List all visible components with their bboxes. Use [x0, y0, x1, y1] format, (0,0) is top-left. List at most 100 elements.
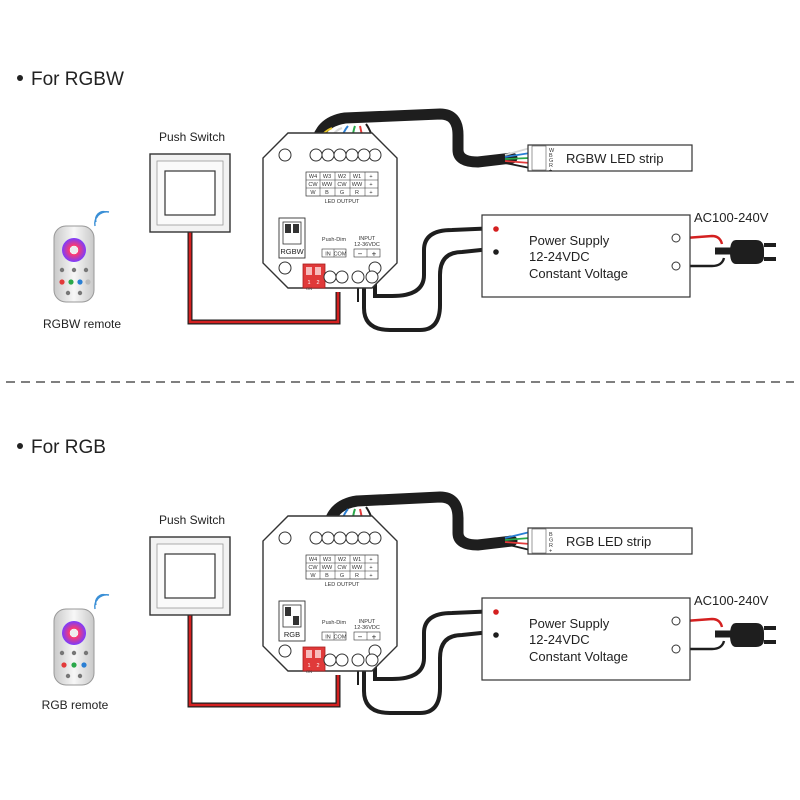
- output-terminals: [309, 531, 371, 545]
- plus-label: +: [372, 633, 377, 642]
- output-cable: [310, 108, 518, 168]
- dip-2-label: 2: [316, 663, 319, 669]
- push-switch: [149, 153, 231, 233]
- strip-pin: B: [549, 153, 553, 159]
- remote-control: [53, 593, 110, 686]
- psu-line: Constant Voltage: [529, 649, 628, 664]
- switch-paddle: [164, 553, 216, 599]
- switch-paddle: [164, 170, 216, 216]
- push-dim-label: Push-Dim: [322, 237, 347, 243]
- table-cell: R: [355, 573, 359, 579]
- strip-label: RGBW LED strip: [566, 151, 664, 166]
- input-label: INPUT: [359, 236, 376, 242]
- power-supply: Power Supply 12-24VDC Constant Voltage: [481, 597, 691, 681]
- ac-label: AC100-240V: [694, 593, 769, 608]
- led-output-label: LED OUTPUT: [325, 199, 360, 205]
- push-switch-label: Push Switch: [159, 513, 225, 527]
- table-cell: WW: [322, 182, 333, 188]
- table-cell: +: [369, 182, 372, 188]
- table-cell: +: [369, 565, 372, 571]
- bullet-icon: [17, 75, 23, 81]
- dip-1-label: 1: [307, 280, 310, 286]
- input-voltage-label: 12-36VDC: [354, 625, 380, 631]
- strip-wire-fan: [504, 147, 531, 169]
- controller: W4 W3 W2 W1 + CW WW CW WW + W B G R + LE…: [262, 132, 398, 291]
- wireless-signal-icon: [94, 210, 110, 227]
- input-terminals: [323, 270, 379, 284]
- ac-terminal: [671, 616, 681, 626]
- input-voltage-label: 12-36VDC: [354, 242, 380, 248]
- remote-label: RGBW remote: [43, 317, 121, 331]
- psu-negative-wire: [362, 629, 501, 715]
- in-label: IN: [325, 635, 331, 641]
- ac-terminal: [671, 261, 681, 271]
- dip-switch: 1 2 ON: [302, 646, 326, 674]
- input-label: INPUT: [359, 619, 376, 625]
- dip-2-label: 2: [316, 280, 319, 286]
- ac-plug-icon: [730, 623, 776, 647]
- led-output-label: LED OUTPUT: [325, 582, 360, 588]
- table-cell: WW: [352, 565, 363, 571]
- remote-label: RGB remote: [42, 698, 109, 712]
- ac-wire-red: [684, 234, 724, 245]
- psu-positive-wire-jacket: [373, 609, 499, 681]
- dip-on-label: ON: [306, 669, 312, 674]
- power-supply: Power Supply 12-24VDC Constant Voltage: [481, 214, 691, 298]
- strip-pin: +: [549, 549, 552, 555]
- strip-pin: R: [549, 543, 553, 549]
- wireless-signal-icon: [94, 593, 110, 610]
- psu-line: Power Supply: [529, 233, 610, 248]
- switch-wire-red: [188, 232, 340, 324]
- strip-wire-fan: [504, 531, 531, 551]
- switch-wire-red: [188, 615, 340, 707]
- output-cable: [322, 491, 518, 551]
- mode-switch: RGB: [278, 600, 306, 642]
- table-cell: +: [369, 174, 372, 180]
- strip-pin: B: [549, 532, 553, 538]
- psu-line: 12-24VDC: [529, 249, 590, 264]
- table-cell: W3: [323, 174, 331, 180]
- table-cell: G: [340, 190, 344, 196]
- psu-negative-wire: [362, 246, 501, 332]
- psu-line: Constant Voltage: [529, 266, 628, 281]
- bullet-icon: [17, 443, 23, 449]
- led-strip: B G R + RGB LED strip: [527, 527, 693, 555]
- table-cell: R: [355, 190, 359, 196]
- table-cell: W4: [309, 174, 317, 180]
- ac-terminal: [671, 233, 681, 243]
- push-dim-label: Push-Dim: [322, 620, 347, 626]
- push-switch-label: Push Switch: [159, 130, 225, 144]
- psu-line: Power Supply: [529, 616, 610, 631]
- table-cell: W1: [353, 557, 361, 563]
- ac-wire-red: [684, 617, 724, 628]
- table-cell: W2: [338, 557, 346, 563]
- table-cell: W4: [309, 557, 317, 563]
- ac-terminal: [671, 644, 681, 654]
- controller: W4 W3 W2 W1 + CW WW CW WW + W B G R + LE…: [262, 515, 398, 674]
- dip-on-label: ON: [306, 286, 312, 291]
- strip-pin: G: [549, 538, 553, 544]
- table-cell: CW: [308, 565, 318, 571]
- com-label: COM: [334, 252, 347, 258]
- in-label: IN: [325, 252, 331, 258]
- table-cell: CW: [308, 182, 318, 188]
- dip-1-label: 1: [307, 663, 310, 669]
- section-rgbw: For RGBW: [17, 69, 776, 332]
- ac-wire-black: [685, 640, 726, 651]
- table-cell: W1: [353, 174, 361, 180]
- output-table: W4 W3 W2 W1 + CW WW CW WW + W B G R + LE…: [305, 171, 379, 205]
- psu-positive-wire-jacket: [373, 226, 499, 298]
- minus-label: −: [358, 633, 363, 642]
- strip-pin: G: [549, 158, 553, 164]
- plus-label: +: [372, 250, 377, 259]
- ac-plug-icon: [730, 240, 776, 264]
- mode-label: RGB: [284, 630, 300, 639]
- table-cell: B: [325, 190, 329, 196]
- push-switch: [149, 536, 231, 616]
- strip-label: RGB LED strip: [566, 534, 651, 549]
- mode-switch: RGBW: [278, 217, 306, 259]
- output-table: W4 W3 W2 W1 + CW WW CW WW + W B G R + LE…: [305, 554, 379, 588]
- table-cell: W2: [338, 174, 346, 180]
- com-label: COM: [334, 635, 347, 641]
